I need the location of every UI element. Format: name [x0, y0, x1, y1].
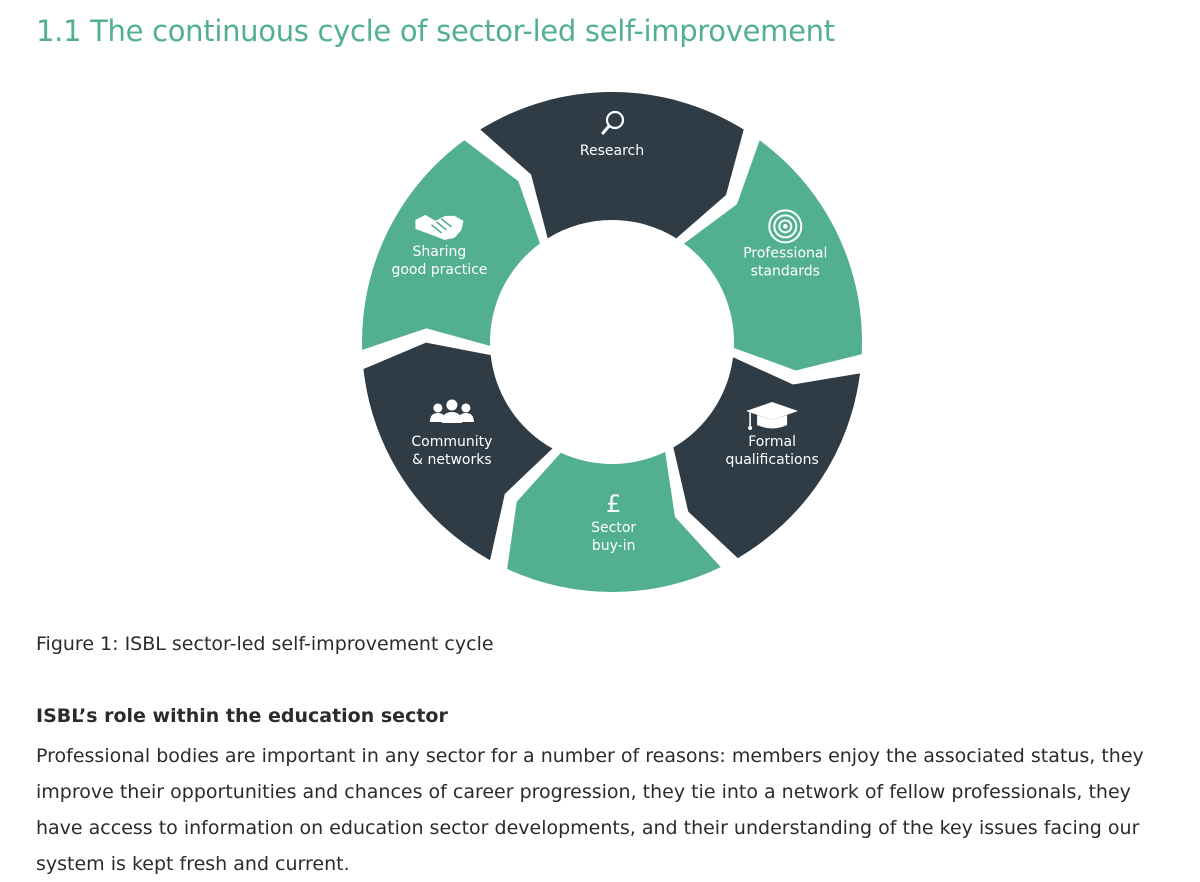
- people-group-icon: [429, 399, 474, 423]
- cycle-segment-formal-qualifications: [673, 357, 861, 559]
- section-body: Professional bodies are important in any…: [36, 745, 1144, 875]
- cycle-segment-research: [480, 91, 744, 239]
- figure-caption: Figure 1: ISBL sector-led self-improveme…: [36, 633, 494, 655]
- cycle-segment-professional-standards: [684, 140, 862, 371]
- pound-sign-icon: £: [606, 490, 621, 518]
- magnifier-icon: [601, 110, 625, 135]
- page-title: 1.1 The continuous cycle of sector-led s…: [36, 14, 835, 48]
- cycle-label-community-networks: Community& networks: [411, 434, 492, 468]
- handshake-icon: [415, 214, 464, 240]
- cycle-segment-sharing-good-practice: [362, 140, 540, 350]
- cycle-label-research: Research: [580, 143, 644, 159]
- section-heading: ISBL’s role within the education sector: [36, 705, 448, 727]
- svg-text:£: £: [606, 490, 621, 518]
- cycle-segment-sector-buy-in: [507, 451, 721, 592]
- graduation-cap-icon: [746, 401, 799, 430]
- cycle-segment-community-networks: [363, 342, 553, 561]
- target-icon: [768, 209, 803, 244]
